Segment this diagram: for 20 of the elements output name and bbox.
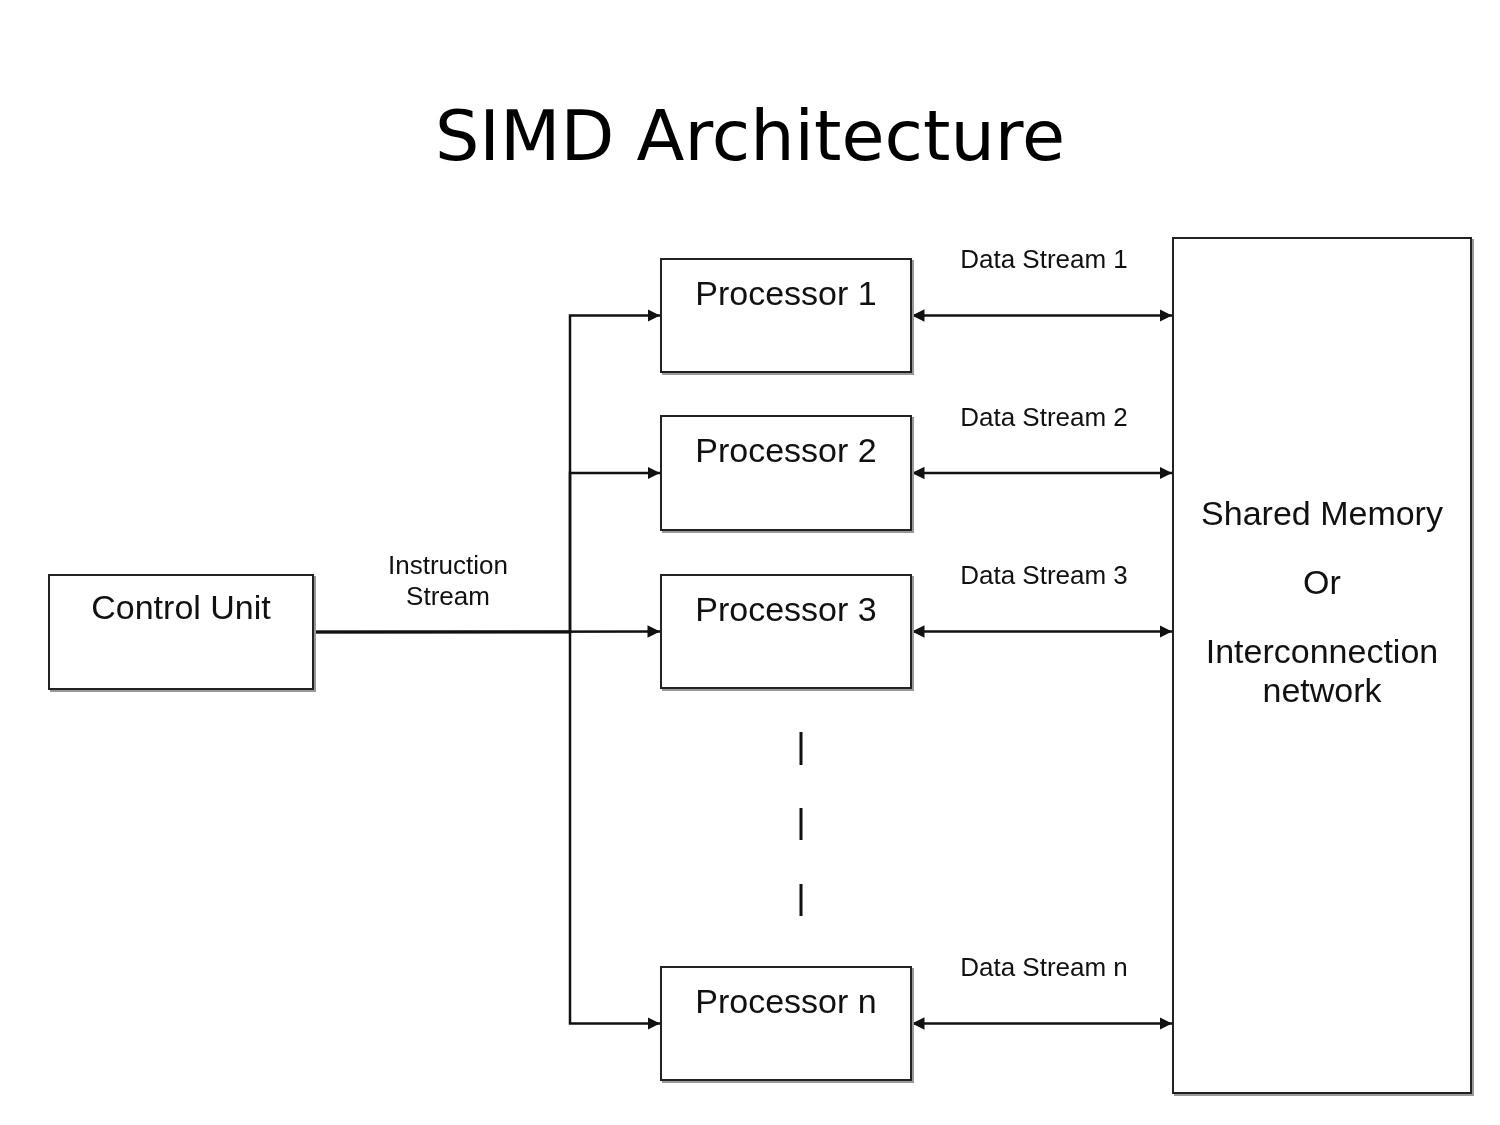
processor-box [660, 574, 912, 689]
node-label: Processor 2 [695, 431, 877, 471]
control-unit-box [48, 574, 314, 690]
arrow [314, 630, 660, 1030]
node-label: Or [1303, 563, 1341, 603]
node-label: Shared Memory [1201, 494, 1443, 534]
processor-box [660, 258, 912, 373]
node-label: Control Unit [91, 588, 271, 628]
memory-box [1172, 237, 1472, 1094]
arrow [912, 1017, 1172, 1030]
node-label: Processor 3 [695, 590, 877, 630]
processor-box [660, 966, 912, 1081]
arrow [912, 309, 1172, 322]
node-label: Interconnection network [1204, 632, 1440, 711]
title: SIMD Architecture [433, 95, 1067, 177]
node-label: Processor 1 [695, 274, 877, 314]
processor-box [660, 415, 912, 531]
arrow [912, 466, 1172, 480]
node-label: Processor n [695, 982, 877, 1022]
arrow [912, 625, 1172, 638]
